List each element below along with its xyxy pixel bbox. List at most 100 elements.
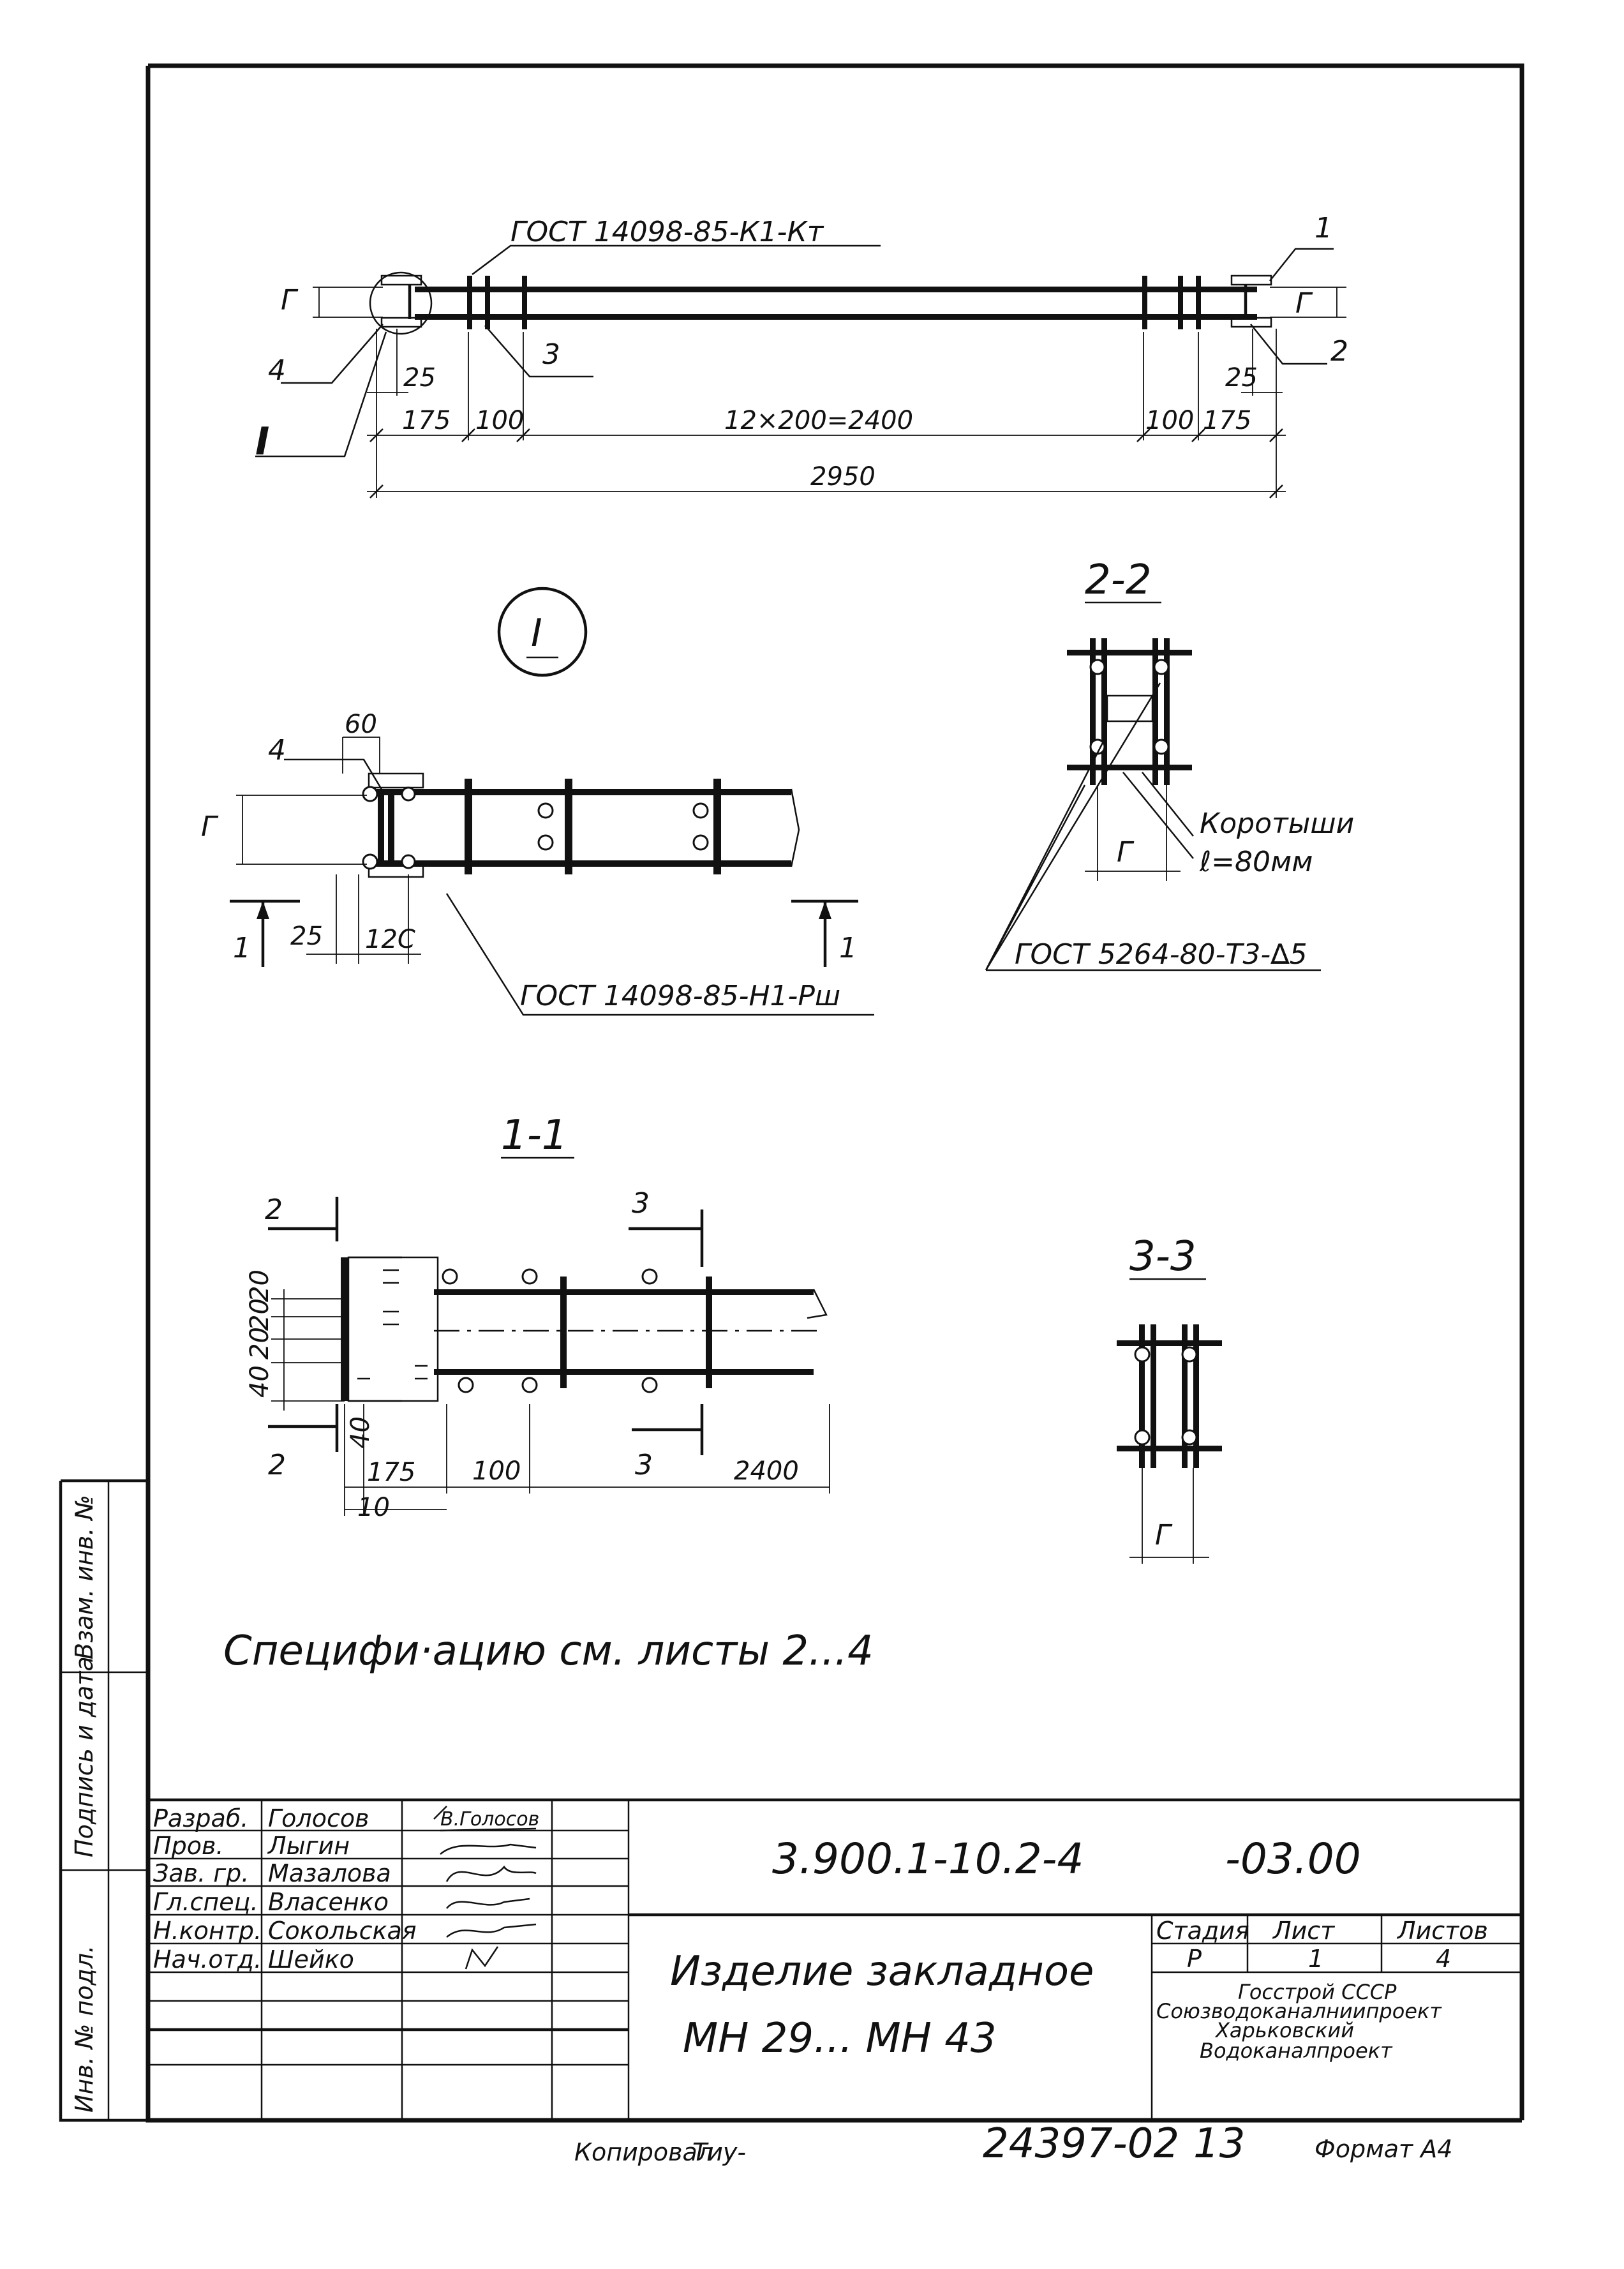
detail-dim-120: 12С [365, 925, 415, 954]
name-sokolskaya: Сокольская [268, 1917, 417, 1945]
sheets-label: Листов [1396, 1917, 1488, 1945]
cut-2-bottom: 2 [268, 1449, 286, 1481]
top-rail [415, 287, 1257, 292]
sheet-frame [59, 63, 1524, 2123]
footer: Копировал Тиу- 24397-02 13 Формат А4 [574, 2120, 1452, 2168]
section-3-3-title: 3-3 [1129, 1233, 1196, 1280]
section-2-2-dim-g: Г [1117, 836, 1135, 869]
gost-detail-callout: ГОСТ 14098-85-Н1-Рш [520, 980, 840, 1012]
name-golosov: Голосов [268, 1804, 369, 1832]
detail-I: I 60 4 Г 1 1 25 12С [201, 587, 874, 1016]
position-2-top: 2 [1330, 335, 1348, 368]
end-plate-left-bottom [380, 317, 422, 328]
gost-section-callout: ГОСТ 5264-80-Т3-∆5 [1015, 938, 1307, 971]
sheets-value: 4 [1436, 1945, 1451, 1973]
role-prov: Пров. [153, 1832, 223, 1860]
stirrup [1196, 276, 1201, 329]
section-2-2: 2-2 Г Коротыши ℓ=80мм ГОСТ 5264-80-Т3-∆5 [985, 557, 1354, 971]
stamp-inv: Инв. № подл. [70, 1945, 98, 2113]
dim-175-left: 175 [402, 406, 451, 435]
section-1-1-title: 1-1 [501, 1112, 568, 1159]
sheet-label: Лист [1272, 1917, 1336, 1945]
name-mazalova: Мазалова [268, 1859, 391, 1887]
stirrup [467, 276, 472, 329]
detail-rail-top [376, 789, 791, 795]
role-razrab: Разраб. [153, 1804, 248, 1832]
org-line-3: Харьковский [1214, 2018, 1354, 2042]
name-vlasenko: Власенко [268, 1888, 389, 1916]
org-line-2: Союзводоканалниипроект [1156, 1999, 1442, 2023]
position-4-top: 4 [268, 354, 286, 387]
korotyshi-length: ℓ=80мм [1199, 846, 1313, 878]
signature-golosov: В.Голосов [440, 1808, 539, 1831]
footer-page: 13 [1193, 2120, 1245, 2168]
footer-copied: Копировал [574, 2138, 713, 2166]
dim-175-right: 175 [1203, 406, 1251, 435]
org-line-1: Госстрой СССР [1238, 1980, 1397, 2004]
footer-copied-signature: Тиу- [692, 2138, 746, 2166]
cut-1-left: 1 [233, 932, 251, 964]
stamp-podpis: Подпись и дата [70, 1656, 98, 1857]
dim-100-left: 100 [475, 406, 524, 435]
stirrup [1142, 276, 1147, 329]
dim-25-left: 25 [403, 363, 436, 393]
section-1-1-dim-2400: 2400 [734, 1457, 799, 1486]
footer-format: Формат А4 [1315, 2135, 1452, 2163]
dim-spacing: 12×200=2400 [724, 406, 913, 435]
section-1-1-dim-20b: 20 [245, 1298, 274, 1331]
specification-note: Специфи·ацию см. листы 2...4 [223, 1628, 874, 1675]
role-glspec: Гл.спец. [153, 1888, 258, 1916]
detail-marker-I: I [255, 419, 269, 464]
detail-rail-bottom [376, 860, 791, 867]
product-title-line1: Изделие закладное [670, 1948, 1094, 1995]
position-3-top: 3 [542, 338, 560, 371]
cut-1-right: 1 [839, 932, 857, 964]
side-stamps: Взам. инв. № Подпись и дата Инв. № подл. [70, 1495, 98, 2113]
section-1-1-dim-10: 10 [357, 1493, 390, 1522]
stirrup [485, 276, 490, 329]
stage-value: Р [1187, 1945, 1202, 1973]
role-nkontr: Н.контр. [153, 1917, 262, 1945]
stamp-vzam: Взам. инв. № [70, 1495, 98, 1659]
end-plate-right-top [1230, 274, 1272, 286]
name-sheyko: Шейко [268, 1945, 354, 1973]
bottom-rail [415, 314, 1257, 320]
detail-dim-25: 25 [290, 922, 323, 951]
document-code: 3.900.1-10.2-4 [772, 1834, 1084, 1883]
organization: Госстрой СССР Союзводоканалниипроект Хар… [1156, 1980, 1442, 2063]
end-plate-right-bottom [1230, 317, 1272, 328]
signatures: В.Голосов [433, 1806, 539, 1970]
name-lygin: Лыгин [267, 1832, 350, 1860]
top-view: ГОСТ 14098-85-К1-Кт 1 2 3 4 I Г Г 25 175… [255, 212, 1348, 498]
title-block: Разраб. Пров. Зав. гр. Гл.спец. Н.контр.… [148, 1798, 1522, 2120]
dim-g-right: Г [1295, 287, 1313, 320]
dim-g-left: Г [281, 284, 299, 317]
section-3-3-dim-g: Г [1155, 1519, 1173, 1552]
dim-25-right: 25 [1225, 363, 1258, 393]
position-1-top: 1 [1315, 212, 1332, 244]
dim-total: 2950 [810, 462, 875, 491]
section-1-1-dim-20c: 20 [245, 1327, 274, 1359]
stirrup [1178, 276, 1183, 329]
role-nachotd: Нач.отд. [153, 1945, 262, 1973]
section-1-1: 1-1 2 2 3 3 20 20 20 40 [245, 1112, 830, 1522]
cut-2-top: 2 [265, 1194, 283, 1226]
document-suffix: -03.00 [1225, 1834, 1361, 1883]
section-1-1-dim-40-small: 40 [346, 1416, 375, 1449]
section-1-1-dim-100: 100 [472, 1457, 521, 1486]
detail-dim-g: Г [201, 811, 219, 843]
section-1-1-dim-40: 40 [245, 1365, 274, 1398]
detail-circle-I [369, 271, 433, 335]
sheet-value: 1 [1308, 1945, 1323, 1973]
stage-label: Стадия [1156, 1917, 1249, 1945]
cut-3-bottom: 3 [635, 1449, 653, 1481]
section-1-1-dim-175: 175 [367, 1458, 415, 1487]
korotyshi-label: Коротыши [1200, 807, 1354, 840]
title-block-roles: Разраб. Пров. Зав. гр. Гл.спец. Н.контр.… [153, 1804, 262, 1973]
section-3-3: 3-3 Г [1117, 1233, 1222, 1564]
detail-position-4: 4 [268, 734, 286, 767]
footer-number: 24397-02 [983, 2120, 1179, 2168]
cut-3-top: 3 [632, 1187, 650, 1220]
gost-top-callout: ГОСТ 14098-85-К1-Кт [510, 216, 824, 248]
